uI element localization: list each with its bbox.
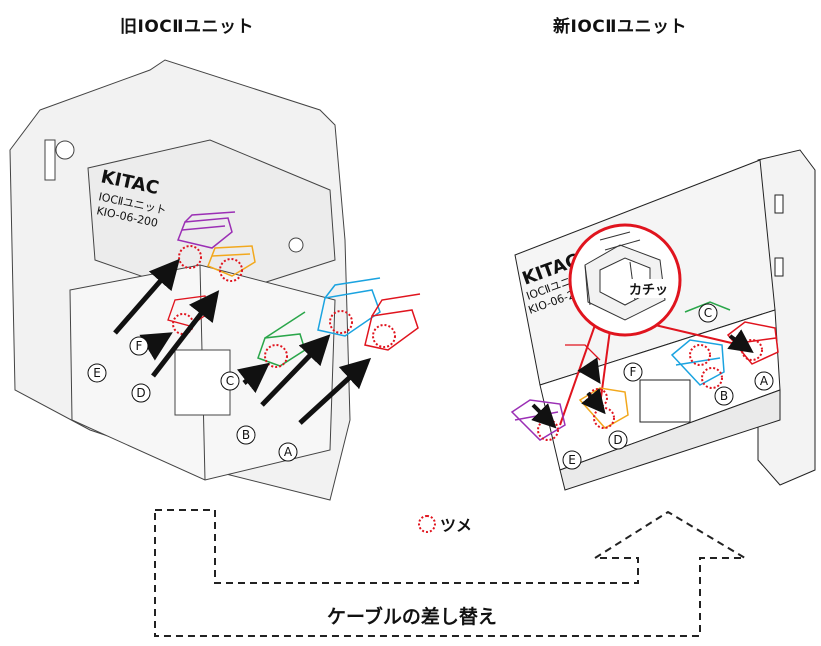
new-label-d: D — [613, 433, 622, 447]
old-cable-d — [207, 245, 256, 277]
claw-marker-icon — [418, 515, 436, 533]
new-unit — [514, 149, 816, 491]
new-label-a: A — [760, 374, 769, 388]
old-label-d: D — [136, 386, 145, 400]
old-unit — [9, 59, 351, 501]
old-cable-b — [317, 277, 381, 337]
old-label-f: F — [136, 339, 143, 353]
old-label-a: A — [284, 445, 293, 459]
old-cable-e — [176, 211, 236, 249]
new-connector-labels: A B C D E F — [562, 303, 774, 470]
replacement-flow-arrow — [154, 509, 749, 637]
new-label-e: E — [568, 453, 576, 467]
new-label-c: C — [704, 306, 712, 320]
new-cable-c — [684, 301, 731, 313]
old-label-c: C — [226, 374, 234, 388]
new-arrows — [531, 329, 754, 429]
old-connector-labels: A B C D E F — [87, 336, 298, 462]
old-label-e: E — [93, 366, 101, 380]
legend: ツメ — [418, 512, 472, 536]
old-cable-a — [364, 293, 421, 351]
old-arrows — [113, 258, 372, 425]
old-label-b: B — [242, 428, 250, 442]
caption: ケーブルの差し替え — [327, 606, 497, 628]
new-cable-f — [565, 344, 601, 361]
new-label-b: B — [720, 389, 728, 403]
legend-text: ツメ — [440, 516, 473, 535]
title-old-unit: 旧IOCⅡユニット — [120, 17, 254, 37]
title-new-unit: 新IOCⅡユニット — [553, 17, 687, 37]
new-cable-b — [670, 339, 725, 386]
click-callout-text: カチッ — [627, 279, 671, 298]
new-label-f: F — [630, 365, 637, 379]
zoom-callout — [559, 223, 741, 426]
